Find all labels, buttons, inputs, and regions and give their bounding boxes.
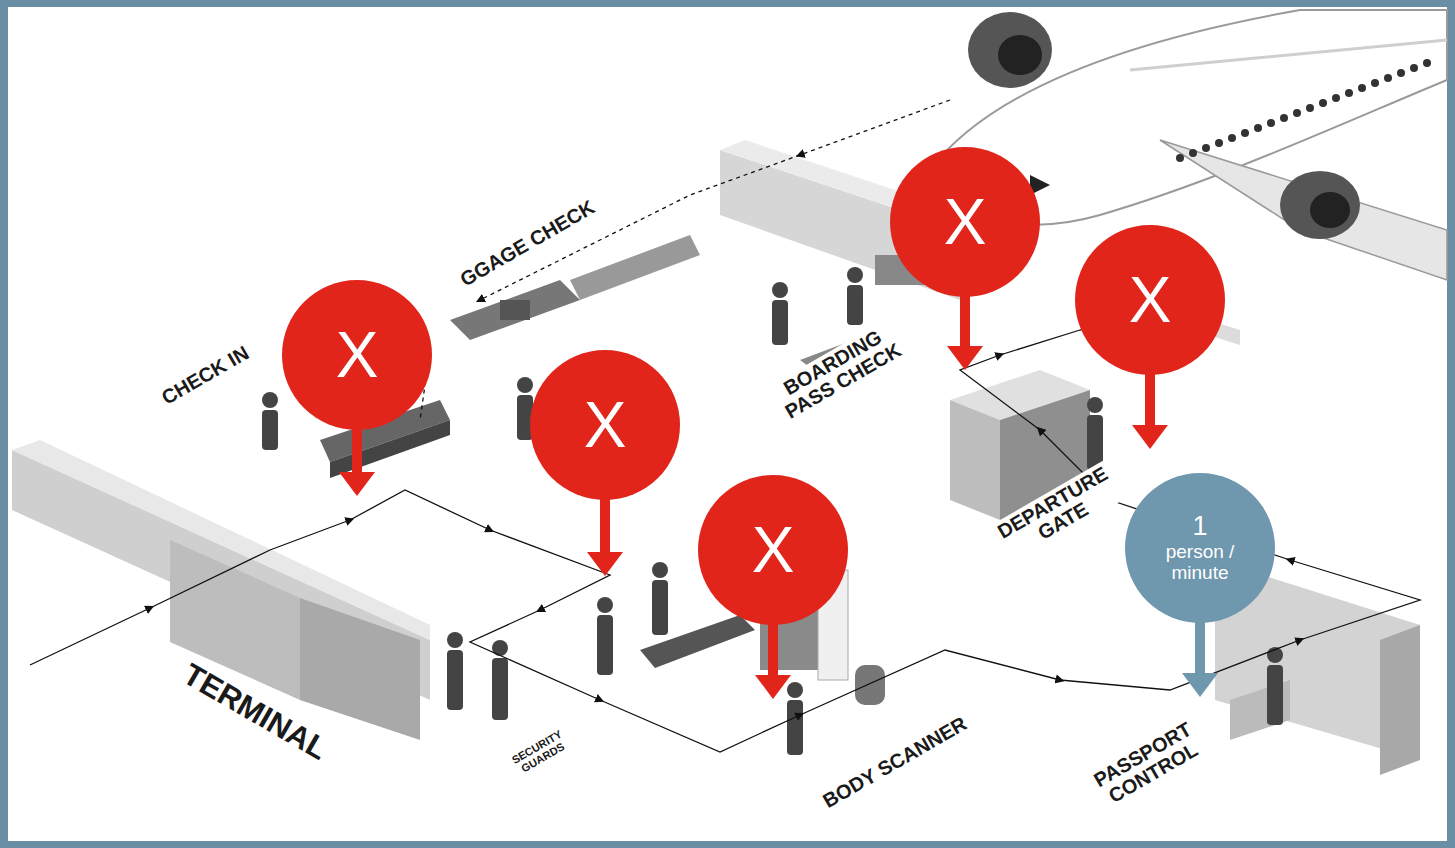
issue-callout: X	[698, 475, 848, 625]
callout-text: X	[584, 390, 627, 460]
equipment	[320, 235, 1290, 740]
issue-callout: X	[1075, 225, 1225, 375]
callout-arrows	[339, 292, 1218, 699]
rate-callout: 1person / minute	[1125, 473, 1275, 623]
issue-callout: X	[282, 280, 432, 430]
issue-callout: X	[530, 350, 680, 500]
callout-text: X	[944, 187, 987, 257]
background	[8, 7, 1447, 841]
callout-number: 1	[1192, 512, 1207, 542]
walls	[12, 140, 1420, 775]
callout-text: person / minute	[1152, 542, 1248, 584]
flow-lines	[30, 100, 1420, 752]
callout-text: X	[336, 320, 379, 390]
issue-callout: X	[890, 147, 1040, 297]
callout-text: X	[752, 515, 795, 585]
callout-text: X	[1129, 265, 1172, 335]
